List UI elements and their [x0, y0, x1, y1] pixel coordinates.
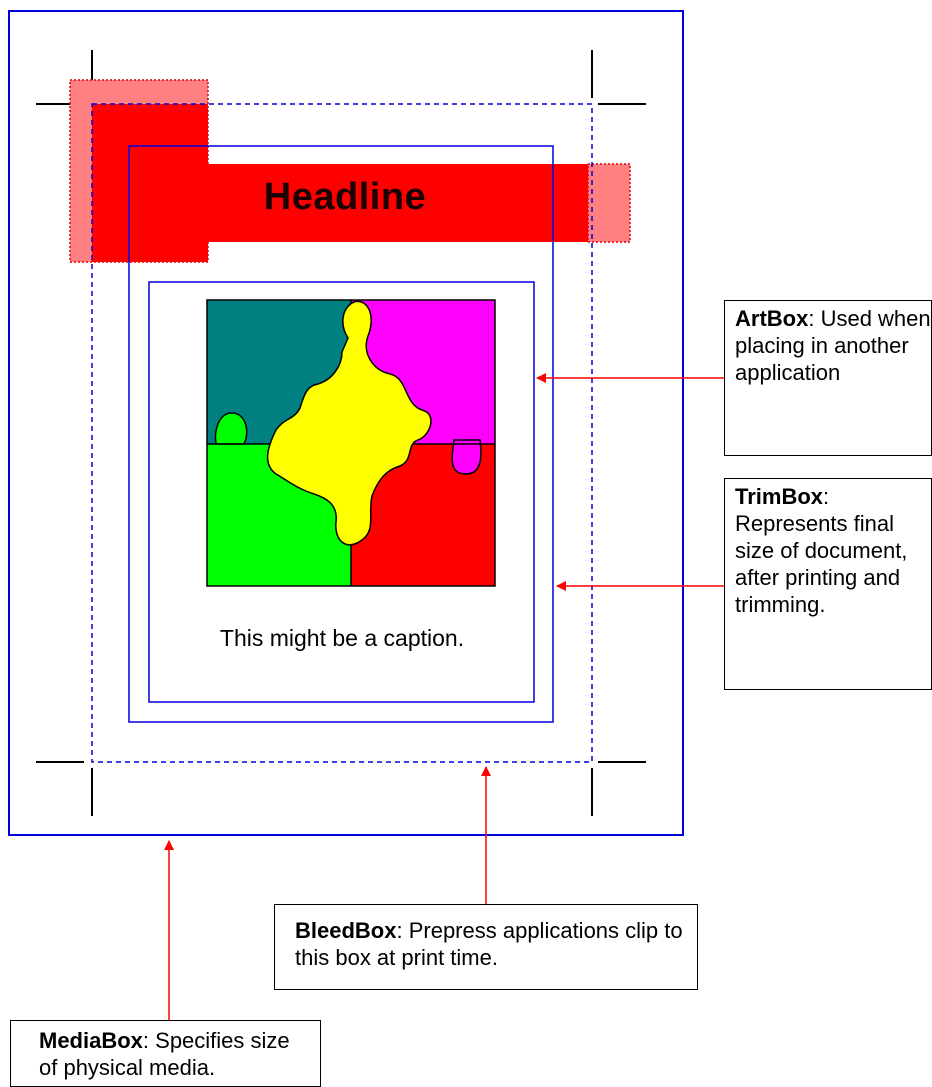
caption-text: This might be a caption.	[219, 625, 465, 651]
mediabox-description: : Specifies size of physical media.	[39, 1028, 290, 1080]
bleedbox-term: BleedBox	[295, 918, 397, 943]
trimbox-callout: TrimBox: Represents final size of docume…	[724, 478, 932, 690]
bleedbox-description: : Prepress applications clip to this box…	[295, 918, 683, 970]
artbox-term: ArtBox	[735, 306, 809, 331]
trimbox-description: : Represents final size of document, aft…	[735, 484, 908, 617]
mediabox-callout: MediaBox: Specifies size of physical med…	[10, 1020, 321, 1087]
headline-bleed-right	[587, 163, 631, 243]
trimbox-term: TrimBox	[735, 484, 824, 509]
bleedbox-outline	[91, 103, 593, 763]
artbox-description: : Used when placing in another applicati…	[735, 306, 931, 385]
puzzle-knob-green	[214, 412, 248, 445]
artbox-callout: ArtBox: Used when placing in another app…	[724, 300, 932, 456]
puzzle-image	[206, 299, 496, 587]
artbox-outline	[148, 281, 535, 703]
mediabox-term: MediaBox	[39, 1028, 143, 1053]
bleedbox-callout: BleedBox: Prepress applications clip to …	[274, 904, 698, 990]
trimbox-outline	[128, 145, 554, 723]
arrows	[164, 373, 724, 1020]
headline-shape	[92, 104, 588, 262]
puzzle-frame	[206, 299, 496, 587]
mediabox-outline	[8, 10, 684, 836]
puzzle-knob-magenta	[451, 439, 482, 475]
headline-text: Headline	[263, 176, 427, 218]
puzzle-piece-yellow	[266, 300, 432, 546]
headline-bar	[69, 79, 631, 263]
